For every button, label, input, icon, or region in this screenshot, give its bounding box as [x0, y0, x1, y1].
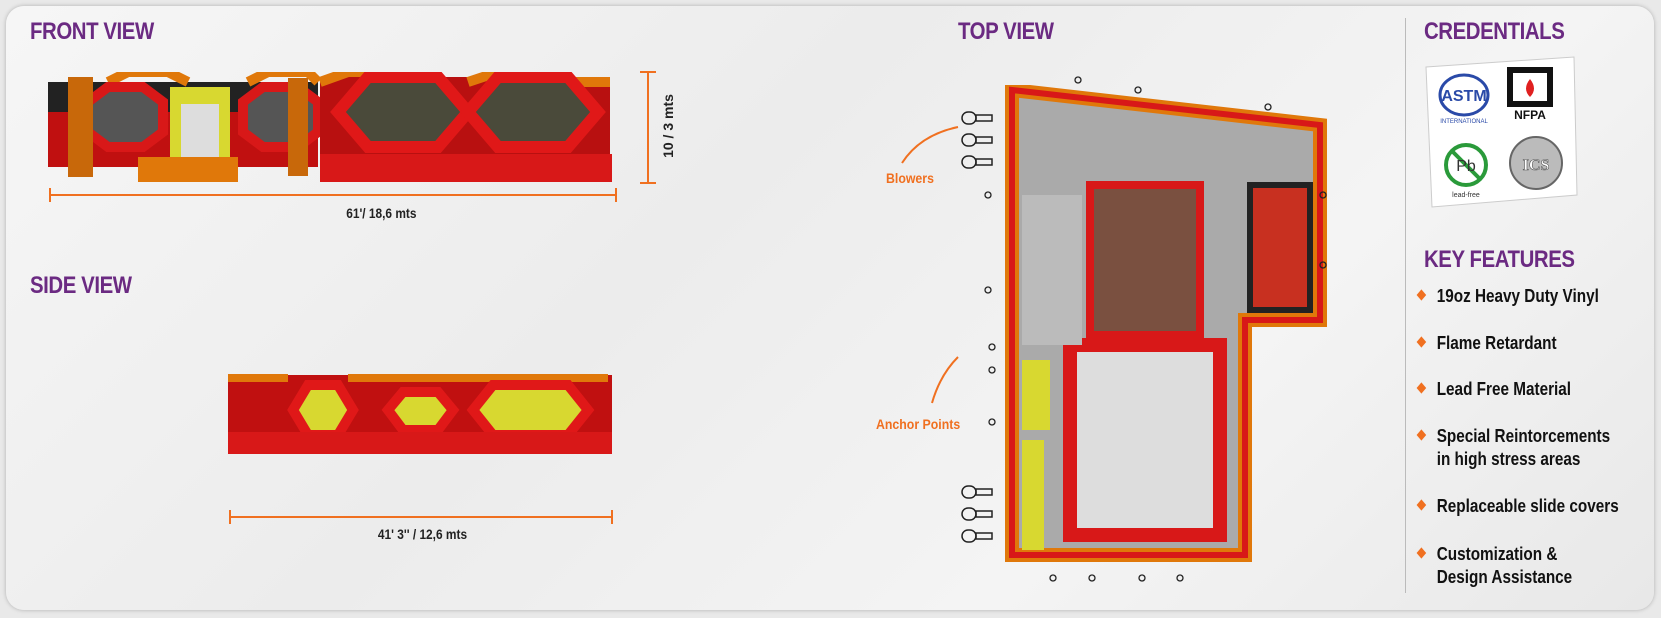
- front-height-label: 10 / 3 mts: [659, 94, 676, 158]
- credentials-title: CREDENTIALS: [1424, 18, 1565, 45]
- bullet-diamond-icon: [1416, 499, 1427, 511]
- top-view-illustration: [1005, 85, 1327, 562]
- side-width-dimension-line: [229, 510, 613, 524]
- side-view-illustration: [228, 374, 612, 454]
- key-features-title: KEY FEATURES: [1424, 246, 1575, 273]
- section-divider: [1405, 18, 1406, 593]
- svg-text:INTERNATIONAL: INTERNATIONAL: [1440, 119, 1488, 125]
- feature-item: Replaceable slide covers: [1416, 495, 1619, 518]
- top-view-title: TOP VIEW: [958, 18, 1054, 45]
- blower-icons: [961, 111, 993, 169]
- side-width-label: 41' 3'' / 12,6 mts: [377, 526, 468, 542]
- front-height-dimension-line: [640, 71, 656, 184]
- feature-item: Lead Free Material: [1416, 378, 1571, 401]
- feature-item: Special Reintorcements in high stress ar…: [1416, 425, 1619, 471]
- bullet-diamond-icon: [1416, 336, 1427, 348]
- svg-text:NFPA: NFPA: [1514, 108, 1546, 122]
- svg-text:ICS: ICS: [1523, 157, 1550, 174]
- svg-text:Pb: Pb: [1456, 158, 1476, 175]
- side-view-title: SIDE VIEW: [30, 272, 132, 299]
- feature-item: 19oz Heavy Duty Vinyl: [1416, 285, 1599, 308]
- feature-item: Flame Retardant: [1416, 332, 1557, 355]
- bullet-diamond-icon: [1416, 289, 1427, 301]
- anchor-points-label: Anchor Points: [876, 416, 961, 432]
- svg-text:ASTM: ASTM: [1441, 88, 1486, 105]
- anchor-point-markers: [984, 76, 1327, 582]
- front-view-illustration: [48, 72, 612, 182]
- front-view-title: FRONT VIEW: [30, 18, 154, 45]
- bullet-diamond-icon: [1416, 429, 1427, 441]
- blower-icons-lower: [961, 485, 993, 543]
- bullet-diamond-icon: [1416, 382, 1427, 394]
- anchor-pointer: [931, 356, 959, 404]
- bullet-diamond-icon: [1416, 547, 1427, 559]
- front-width-dimension-line: [49, 188, 617, 202]
- credentials-logos: ASTM INTERNATIONAL NFPA Pb lead-free ICS: [1425, 56, 1578, 208]
- feature-item: Customization & Design Assistance: [1416, 543, 1581, 589]
- svg-text:lead-free: lead-free: [1452, 192, 1480, 199]
- blowers-label: Blowers: [886, 170, 934, 186]
- front-width-label: 61'/ 18,6 mts: [346, 205, 417, 221]
- blowers-pointer: [901, 126, 959, 164]
